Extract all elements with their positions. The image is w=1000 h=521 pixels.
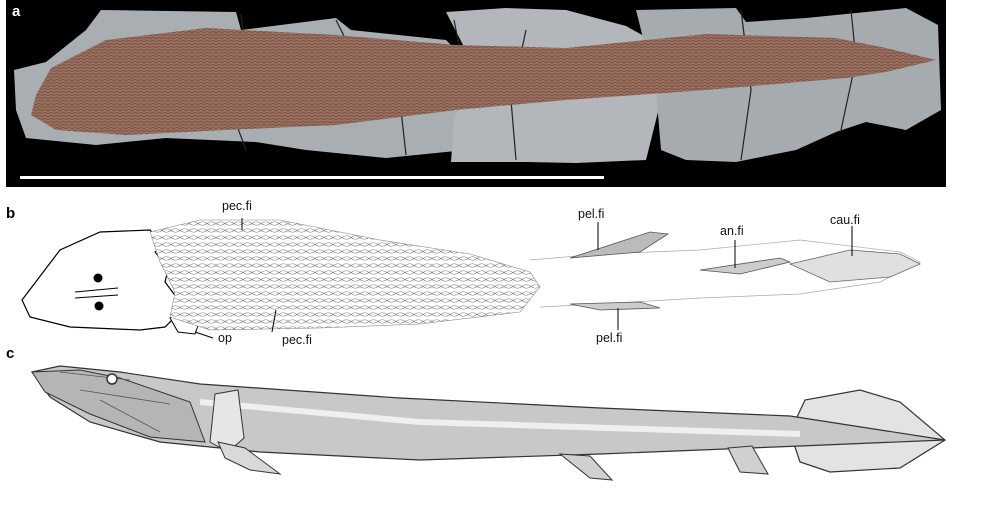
eye-right xyxy=(94,301,104,311)
fossil-photo-graphic xyxy=(14,8,941,179)
caudal-fin xyxy=(788,249,921,283)
label-anal-fin: an.fi xyxy=(720,224,744,238)
label-pelvic-fin-bottom: pel.fi xyxy=(596,331,623,345)
recon-head xyxy=(31,369,206,443)
panel-a-letter: a xyxy=(12,3,21,20)
panel-c-reconstruction: c xyxy=(0,342,1000,502)
recon-pectoral-fin xyxy=(209,389,245,453)
label-pelvic-fin-top: pel.fi xyxy=(578,207,605,221)
label-pectoral-fin-top: pec.fi xyxy=(222,199,252,213)
label-pectoral-fin-bottom: pec.fi xyxy=(282,333,312,347)
leader-lines xyxy=(194,218,853,339)
reconstruction-graphic xyxy=(30,365,947,481)
pelvic-fin-top xyxy=(569,231,670,259)
recon-body xyxy=(30,365,946,461)
pelvic-fin-bottom xyxy=(569,301,661,311)
recon-pectoral-fin-lower xyxy=(217,441,282,475)
panel-b-line-drawing: b pec.fi pel.fi an.fi cau.fi op pec.fi p… xyxy=(0,192,1000,347)
scaled-body xyxy=(149,219,541,331)
label-opercular: op xyxy=(218,331,232,345)
eye-left xyxy=(93,273,103,283)
panel-b-letter: b xyxy=(6,205,16,222)
recon-eye xyxy=(106,373,118,385)
scale-bar xyxy=(20,176,604,179)
recon-anal-fin xyxy=(727,445,769,475)
fossil-body xyxy=(31,28,936,135)
line-drawing-graphic xyxy=(21,218,921,339)
anal-fin xyxy=(699,257,792,275)
panel-c-letter: c xyxy=(6,345,15,362)
label-caudal-fin: cau.fi xyxy=(830,213,860,227)
recon-pelvic-fin xyxy=(558,453,614,481)
panel-a-fossil-photo: a xyxy=(6,0,946,187)
